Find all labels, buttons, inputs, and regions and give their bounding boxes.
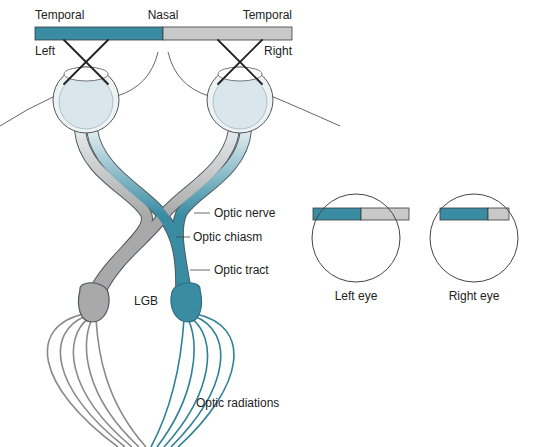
- left-field-band: [35, 27, 163, 40]
- field-side-label: Temporal: [35, 8, 84, 22]
- left-vitreous: [59, 75, 113, 129]
- right-vitreous: [213, 75, 267, 129]
- head-outline: [271, 96, 340, 126]
- circle-outline-svg: [311, 193, 401, 283]
- cross-mark: [64, 40, 108, 84]
- cross-mark: [218, 40, 262, 84]
- eye-field-circle: Left eye: [311, 193, 401, 283]
- visual-field-circle: [430, 194, 518, 282]
- nose-outline: [168, 52, 209, 96]
- crossing-fiber: [100, 130, 234, 292]
- nose-outline: [117, 52, 158, 96]
- structure-label: Optic chiasm: [193, 230, 262, 244]
- side-label: Left: [35, 44, 55, 58]
- optic-radiation-fiber: [73, 318, 132, 447]
- right-field-band: [488, 208, 509, 220]
- cross-mark: [64, 40, 108, 84]
- right-field-band: [361, 208, 409, 220]
- optic-radiation-fiber: [96, 319, 146, 447]
- cross-mark: [218, 40, 262, 84]
- leader-line: [194, 213, 210, 214]
- structure-label: Optic nerve: [214, 206, 275, 220]
- structure-label: Optic tract: [214, 263, 269, 277]
- left-lens: [64, 67, 108, 81]
- head-outline: [0, 96, 55, 126]
- leader-line: [190, 270, 210, 271]
- right-lens: [218, 67, 262, 81]
- fiber-outline: [100, 130, 234, 292]
- eye-field-circle: Right eye: [429, 193, 519, 283]
- eye-field-label: Right eye: [449, 289, 500, 303]
- field-side-label: Nasal: [148, 8, 179, 22]
- optic-radiation-fiber: [171, 316, 221, 447]
- structure-label: Optic radiations: [196, 396, 279, 410]
- optic-radiation-fiber: [178, 314, 234, 447]
- left-field-band: [313, 208, 361, 220]
- right-eyeball: [207, 67, 273, 133]
- leader-line: [176, 237, 190, 238]
- right-field-band: [163, 27, 292, 40]
- left-lgb: [79, 283, 110, 322]
- side-label: Right: [264, 44, 292, 58]
- left-field-band: [440, 208, 488, 220]
- optic-radiation-fiber: [151, 319, 184, 447]
- circle-outline-svg: [429, 193, 519, 283]
- eye-field-label: Left eye: [335, 289, 378, 303]
- right-lgb: [171, 283, 202, 322]
- visual-field-circle: [312, 194, 400, 282]
- field-side-label: Temporal: [243, 8, 292, 22]
- structure-label: LGB: [134, 294, 158, 308]
- crossing-fiber: [92, 130, 181, 292]
- left-eyeball: [53, 67, 119, 133]
